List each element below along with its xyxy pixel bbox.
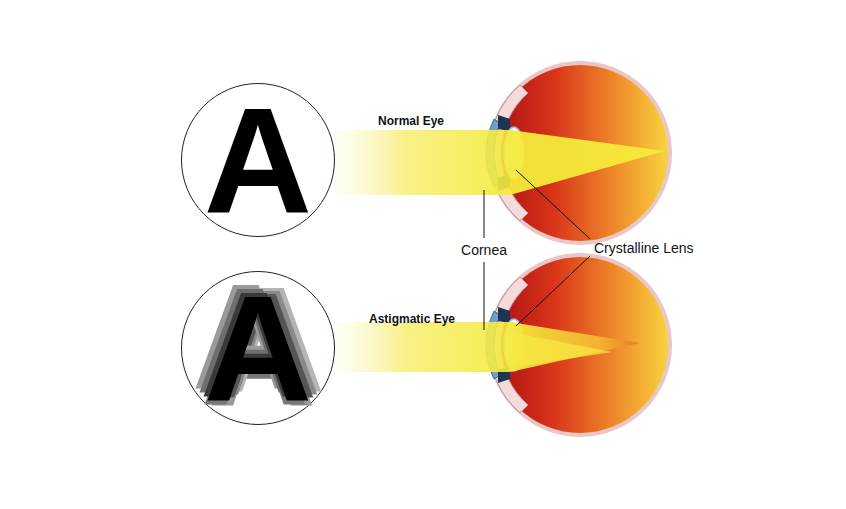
sharp-letter: A [204, 85, 312, 235]
letter-circle: A [181, 271, 335, 425]
letter-circle: A [181, 83, 335, 237]
focused-beam [510, 130, 665, 195]
eye-label: Astigmatic Eye [369, 312, 455, 326]
split-focus-beam [510, 322, 640, 372]
blurred-letter: A [204, 273, 312, 423]
part-label: Crystalline Lens [594, 240, 694, 256]
light-beam [334, 130, 510, 195]
part-label: Cornea [461, 242, 507, 258]
eye-label: Normal Eye [378, 114, 444, 128]
split-focus-beam [510, 332, 612, 368]
